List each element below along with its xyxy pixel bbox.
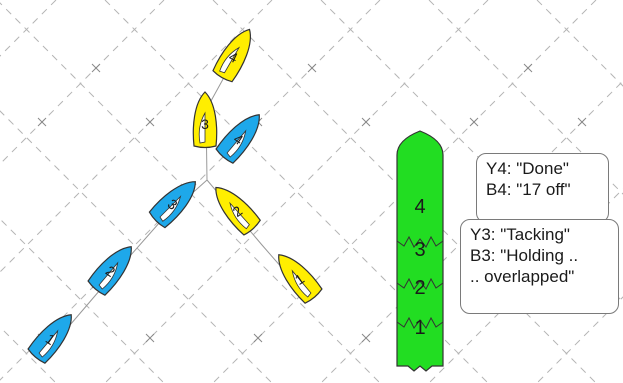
callout-line: B3: "Holding .. [470, 246, 579, 265]
grid-cross-mark [469, 117, 479, 127]
boat-hull [27, 314, 72, 364]
boat-number: 3 [201, 116, 209, 132]
grid-cross-mark [253, 333, 263, 343]
grid-cross-mark [37, 117, 47, 127]
committee-boat-label: 1 [414, 317, 425, 339]
committee-boat-seam [396, 235, 444, 248]
callout-line: B4: "17 off" [486, 180, 571, 199]
grid-cross-mark [307, 63, 317, 73]
yellow-boat-4: 4 [212, 28, 251, 83]
grid-cross-mark [577, 117, 587, 127]
committee-boat-label: 4 [414, 196, 425, 218]
grid-line [0, 218, 165, 383]
committee-boat-label: 2 [414, 277, 425, 299]
boat-sail [198, 111, 206, 144]
boat-sail [38, 329, 59, 358]
grid-cross-mark [145, 333, 155, 343]
blue-boat-1: 1 [27, 314, 72, 364]
blue-boat-3: 3 [148, 181, 196, 229]
boat-sail [226, 129, 247, 158]
boat-sail [291, 269, 312, 298]
grid-line [0, 0, 57, 57]
grid-line [0, 326, 57, 383]
boat-hull [87, 246, 132, 296]
grid-cross-mark [361, 117, 371, 127]
grid-line [0, 0, 165, 165]
yellow-boat-2: 2 [215, 186, 261, 236]
committee-boat-seam [396, 277, 444, 290]
committee-boat: 4 3 2 1 [396, 130, 444, 372]
callout-line: Y4: "Done" [486, 159, 569, 178]
grid-cross-mark [145, 117, 155, 127]
grid-cross-mark [523, 63, 533, 73]
boat-sail [219, 46, 241, 74]
callout-line: .. overlapped" [470, 267, 575, 286]
callout-yellow3-blue3: Y3: "Tacking" B3: "Holding .. .. overlappe… [460, 219, 619, 314]
committee-boat-hull [396, 130, 444, 372]
boat-sail [98, 261, 119, 290]
blue-boat-4: 4 [215, 114, 260, 164]
callout-line: Y3: "Tacking" [470, 225, 570, 244]
committee-boat-label: 3 [414, 239, 425, 261]
committee-boat-seam [396, 316, 444, 329]
boat-sail [229, 201, 250, 230]
boat-hull [278, 254, 323, 304]
blue-boat-2: 2 [87, 246, 132, 296]
callout-yellow4-blue4: Y4: "Done" B4: "17 off" [476, 153, 609, 223]
boat-hull [215, 186, 261, 236]
yellow-boat-3: 3 [192, 91, 218, 149]
grid-cross-mark [361, 333, 371, 343]
boat-hull [215, 114, 260, 164]
yellow-boat-1: 1 [278, 254, 323, 304]
grid-cross-mark [91, 63, 101, 73]
boat-sail [159, 195, 182, 222]
